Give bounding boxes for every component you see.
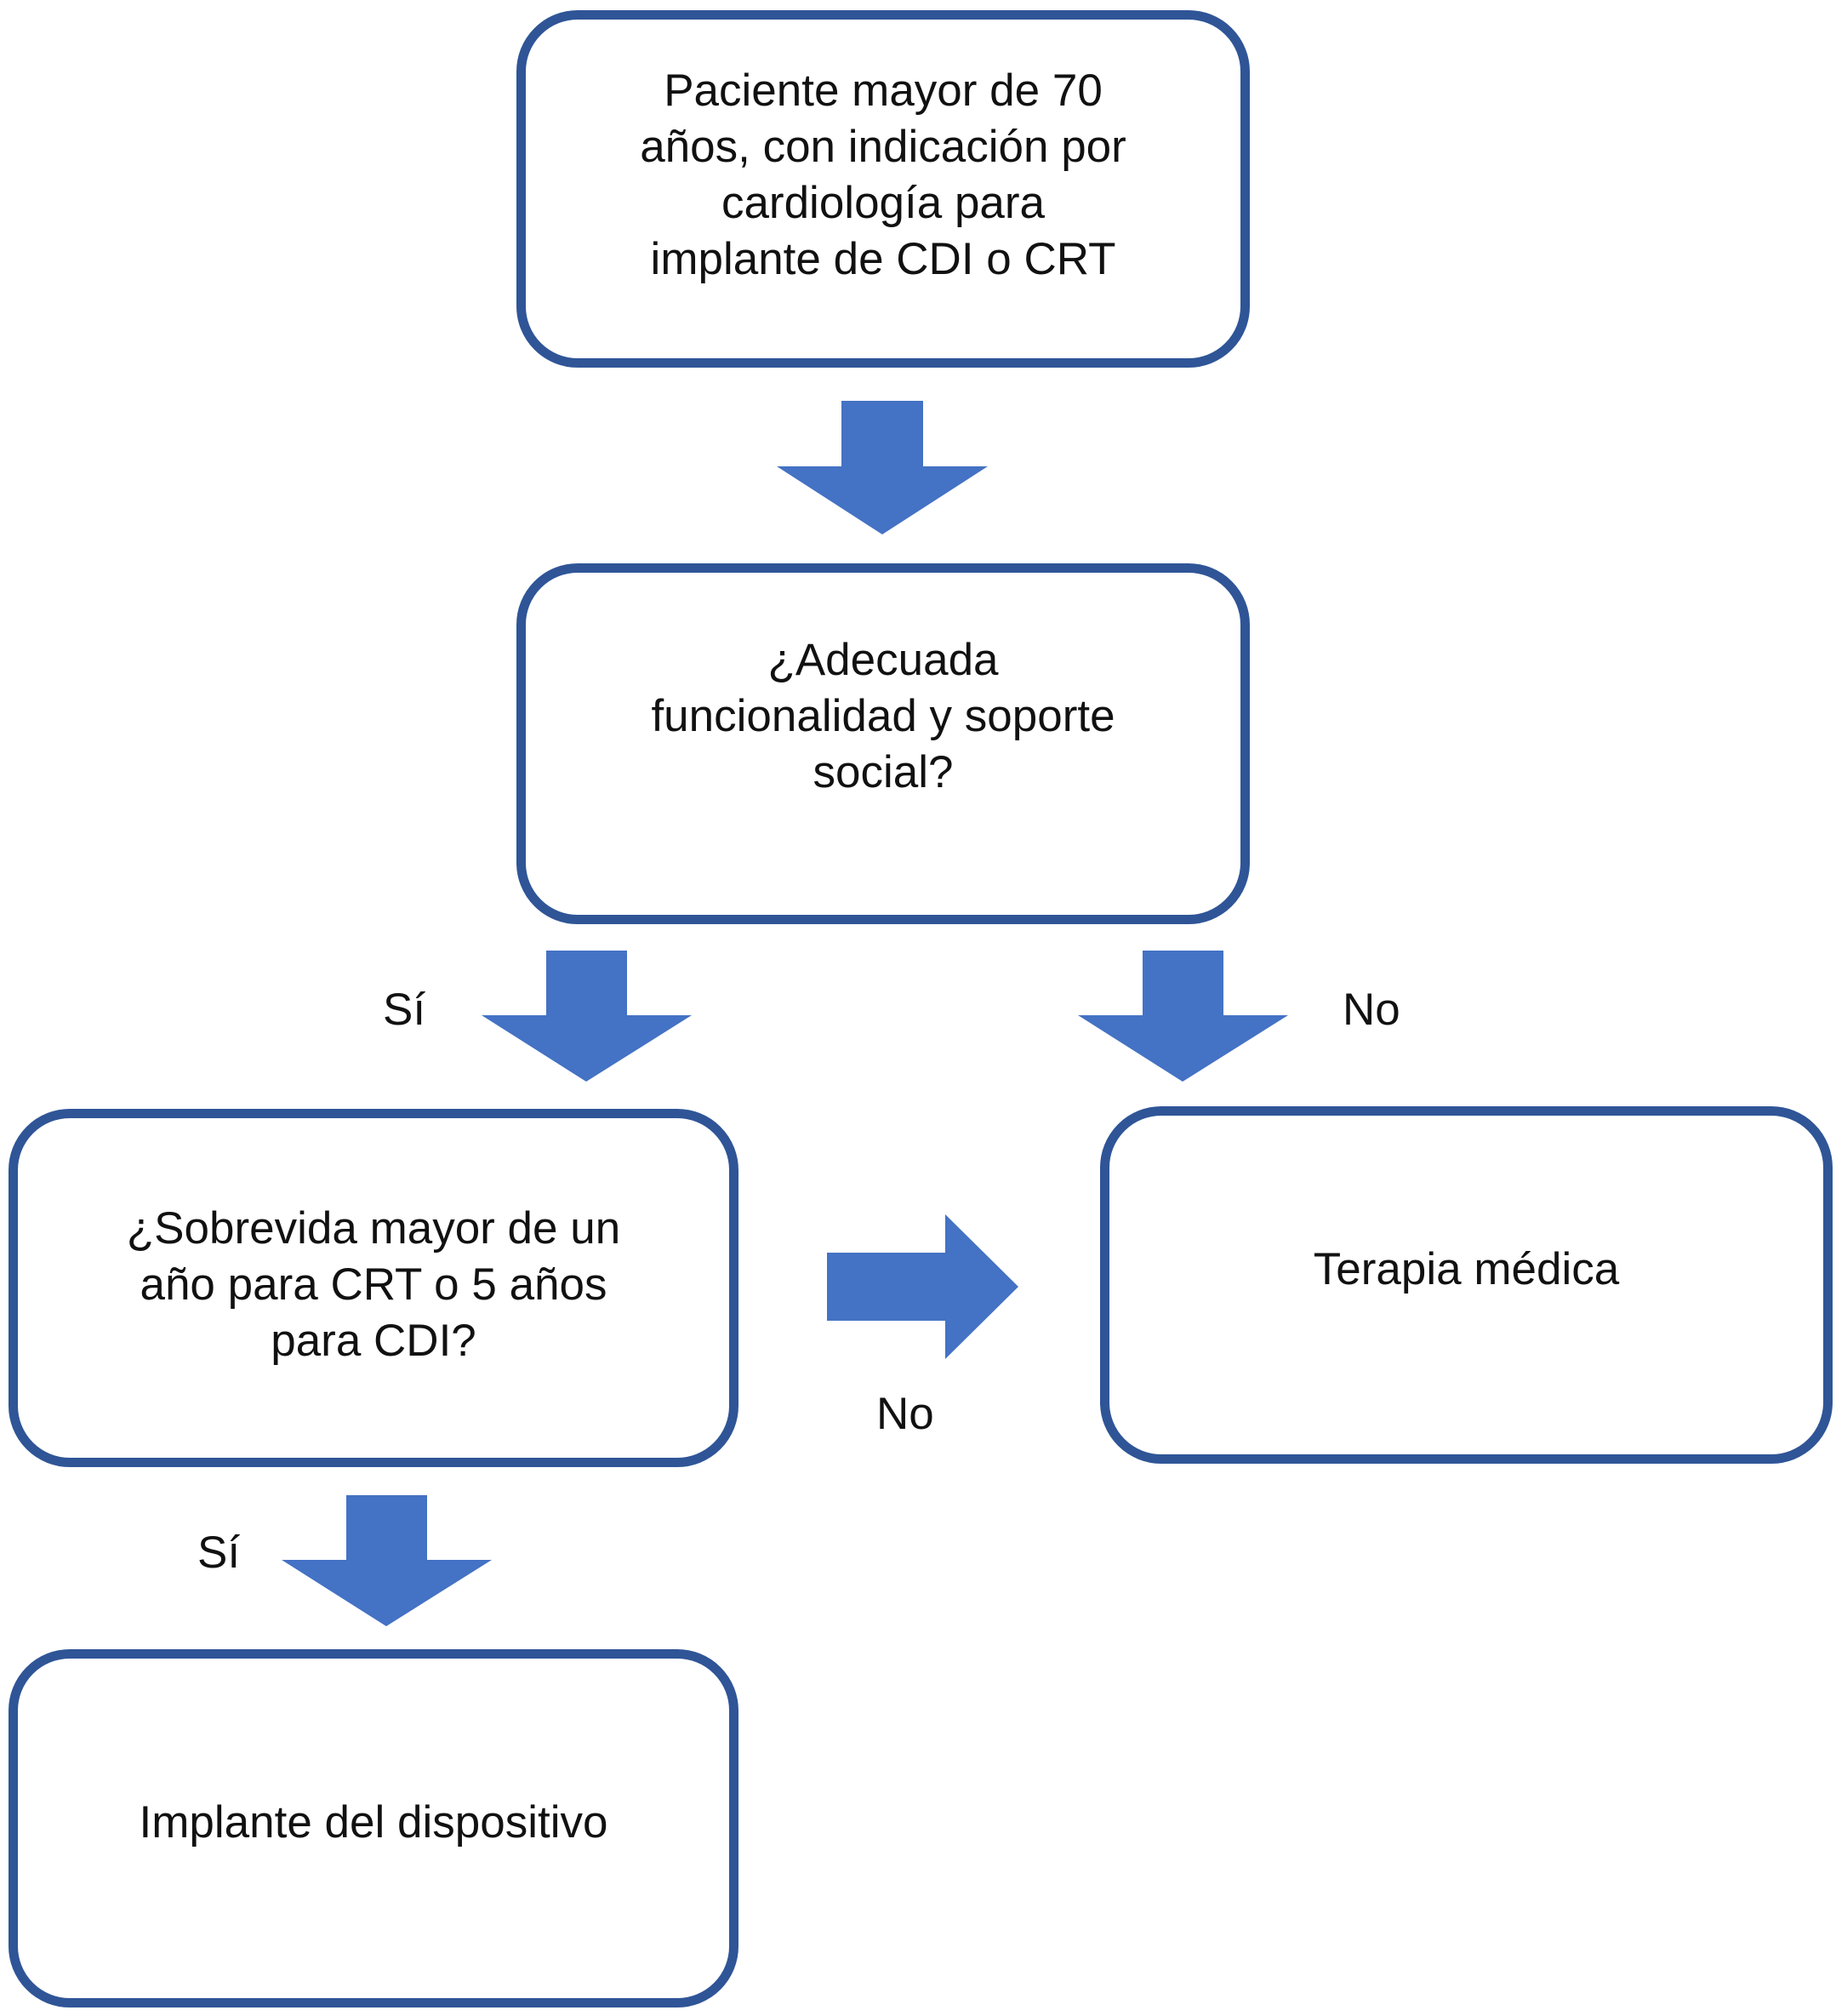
node-device-implant: Implante del dispositivo — [9, 1649, 738, 2007]
node-patient-over-70-text: Paciente mayor de 70 años, con indicació… — [640, 66, 1126, 284]
arrow-down-icon — [777, 401, 988, 534]
node-patient-over-70: Paciente mayor de 70 años, con indicació… — [516, 10, 1250, 368]
edge-label-q1-yes: Sí — [383, 985, 426, 1035]
node-medical-therapy-text: Terapia médica — [1313, 1244, 1620, 1294]
node-functionality-question-text: ¿Adecuada funcionalidad y soporte social… — [651, 635, 1115, 797]
edge-label-q1-no: No — [1343, 985, 1400, 1035]
arrow-down-implant-icon — [282, 1495, 492, 1626]
node-survival-question: ¿Sobrevida mayor de un año para CRT o 5 … — [9, 1109, 738, 1467]
node-device-implant-text: Implante del dispositivo — [139, 1796, 608, 1848]
arrow-down-yes-icon — [482, 951, 692, 1082]
node-functionality-question: ¿Adecuada funcionalidad y soporte social… — [516, 563, 1250, 924]
edge-label-q2-no: No — [876, 1389, 934, 1439]
arrow-down-no-icon — [1078, 951, 1288, 1082]
node-medical-therapy: Terapia médica — [1100, 1106, 1833, 1464]
edge-label-q2-yes: Sí — [197, 1528, 241, 1578]
arrow-right-icon — [827, 1214, 1018, 1359]
node-survival-question-text: ¿Sobrevida mayor de un año para CRT o 5 … — [126, 1202, 621, 1366]
